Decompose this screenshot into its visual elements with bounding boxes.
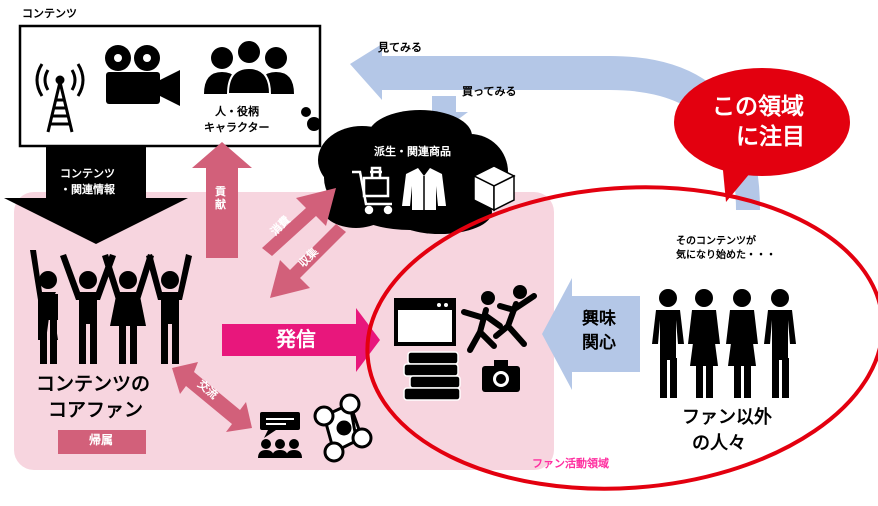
core-fan-label-2: コアファン — [48, 399, 144, 421]
interest-label-2: 関心 — [582, 333, 616, 353]
character-label: キャラクター — [204, 121, 270, 134]
dancing-people-icon — [461, 285, 537, 353]
derivative-goods-label: 派生・関連商品 — [374, 145, 451, 158]
contents-info-arrow — [4, 146, 188, 244]
camera-icon — [482, 360, 520, 392]
people-group-icon — [204, 39, 294, 95]
exchange-arrow — [172, 362, 252, 432]
goods-cloud — [301, 107, 508, 234]
core-fan-label-1: コンテンツの — [36, 373, 151, 395]
contribution-arrow — [192, 142, 252, 258]
look-buy-curved-arrow — [350, 44, 760, 210]
contents-info-label-2: ・関連情報 — [60, 183, 115, 196]
box-icon — [472, 165, 516, 212]
core-fan-people-icon — [30, 250, 192, 364]
non-fan-people-icon — [652, 289, 796, 398]
callout-text-1: この領域 — [712, 94, 804, 120]
consumption-arrow — [262, 188, 336, 256]
callout-text-2: に注目 — [736, 124, 805, 150]
buy-label: 買ってみる — [462, 85, 517, 98]
contents-info-label-1: コンテンツ — [60, 167, 115, 180]
curious-label-1: そのコンテンツが — [676, 236, 756, 247]
chat-group-icon — [258, 412, 302, 458]
focus-area-ellipse — [365, 185, 878, 491]
jacket-icon — [402, 168, 446, 210]
broadcast-label: 発信 — [276, 327, 316, 351]
broadcast-arrow — [222, 308, 380, 372]
fan-activity-area-label: ファン活動領域 — [532, 457, 609, 470]
collection-arrow — [270, 224, 346, 298]
belonging-label-box — [58, 430, 146, 454]
contribution-label: 貢献 — [215, 185, 226, 211]
books-icon — [403, 351, 461, 401]
antenna-tower-icon — [35, 63, 85, 133]
browser-window-icon — [394, 298, 456, 346]
interest-arrow — [542, 278, 640, 390]
interest-label-1: 興味 — [582, 309, 616, 329]
belonging-label: 帰属 — [89, 433, 114, 447]
movie-camera-icon — [105, 45, 180, 106]
network-icon — [313, 393, 373, 463]
contents-box-title: コンテンツ — [22, 7, 77, 20]
person-role-label: 人・役柄 — [215, 105, 259, 118]
non-fan-label-1: ファン以外 — [682, 407, 772, 428]
shopping-cart-icon — [352, 166, 393, 215]
curious-label-2: 気になり始めた・・・ — [676, 250, 776, 261]
look-label: 見てみる — [378, 41, 422, 54]
non-fan-label-2: の人々 — [692, 433, 746, 454]
focus-callout — [674, 68, 850, 202]
